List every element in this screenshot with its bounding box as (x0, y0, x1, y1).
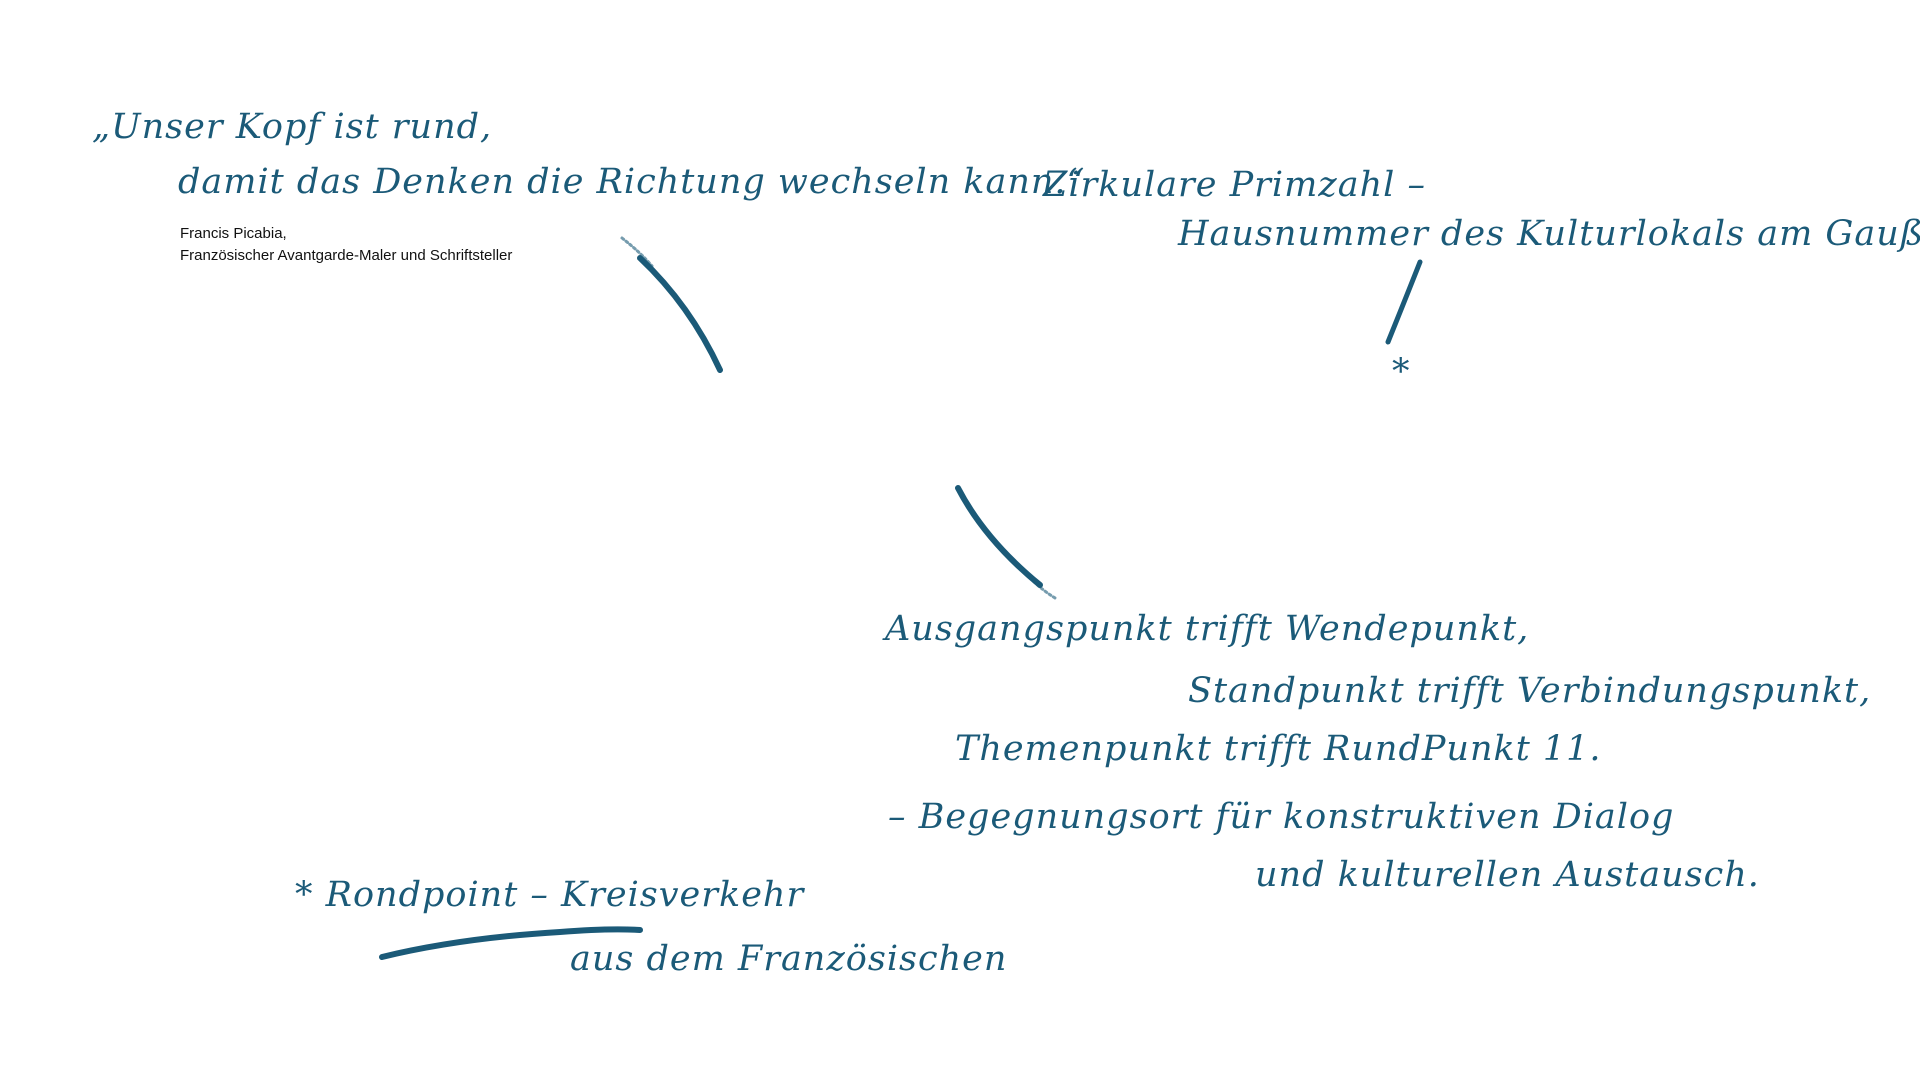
quote-line-2: damit das Denken die Richtung wechseln k… (178, 162, 1086, 202)
footnote-line-2: aus dem Französischen (570, 939, 1008, 979)
stroke-quote-arrow-tip (620, 236, 654, 268)
quote-author-name: Francis Picabia, (180, 225, 287, 242)
stroke-center-arrow (955, 485, 1043, 588)
stroke-quote-arrow (637, 255, 723, 373)
main-text-line-5: und kulturellen Austausch. (1255, 855, 1760, 895)
quote-line-1: „Unser Kopf ist rund, (92, 107, 493, 147)
footnote-line-1: * Rondpoint – Kreisverkehr (295, 875, 805, 915)
prime-note-asterisk: * (1392, 352, 1411, 392)
main-text-line-4: – Begegnungsort für konstruktiven Dialog (888, 797, 1675, 837)
prime-note-line-1: Zirkulare Primzahl – (1043, 165, 1426, 205)
stroke-center-arrow-tip (1028, 576, 1057, 600)
prime-note-line-2: Hausnummer des Kulturlokals am Gaußplatz (1178, 214, 1920, 254)
stroke-prime-arrow (1385, 259, 1423, 345)
main-text-line-3: Themenpunkt trifft RundPunkt 11. (955, 729, 1602, 769)
main-text-line-1: Ausgangspunkt trifft Wendepunkt, (885, 609, 1530, 649)
quote-author-role: Französischer Avantgarde-Maler und Schri… (180, 247, 513, 264)
main-text-line-2: Standpunkt trifft Verbindungspunkt, (1188, 671, 1872, 711)
